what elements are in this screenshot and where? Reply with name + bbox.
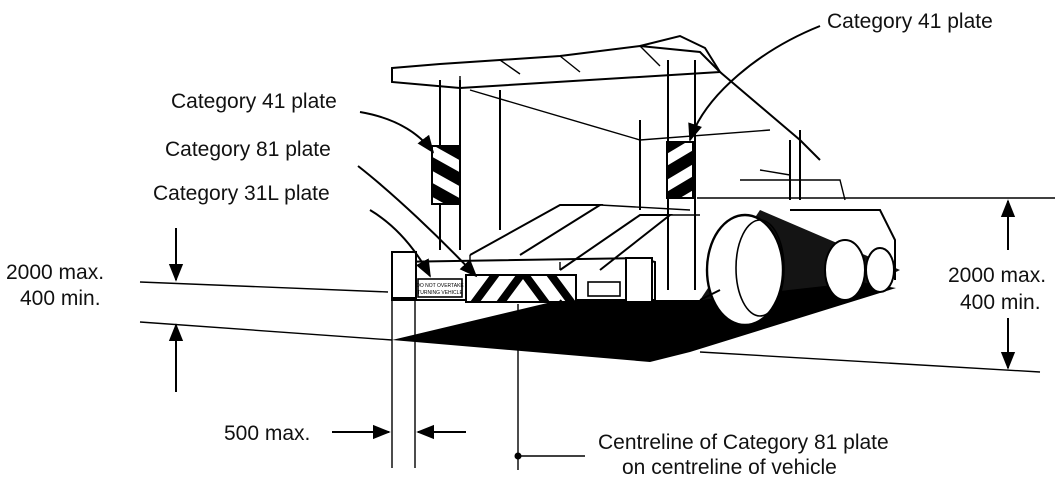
label-width-max: 500 max. [224,422,310,445]
label-left-min: 400 min. [20,287,101,310]
cat81-plate [465,274,577,303]
label-cat41-left: Category 41 plate [171,90,337,113]
label-left-max: 2000 max. [6,261,104,284]
cat31l-plate: DO NOT OVERTAKE TURNING VEHICLE [416,278,464,298]
cat41-right-plate [666,141,694,199]
label-centreline-2: on centreline of vehicle [622,456,837,479]
dimension-lines [139,197,1055,470]
rear-beam [391,251,656,303]
posts [439,60,801,290]
label-centreline-1: Centreline of Category 81 plate [598,431,889,454]
label-cat41-right: Category 41 plate [827,10,993,33]
upper-deck [391,34,821,161]
label-right-max: 2000 max. [948,264,1046,287]
plate-text-line1: DO NOT OVERTAKE [416,283,464,289]
wheels [559,169,896,327]
cat41-left-plate [431,145,461,205]
label-cat31l: Category 31L plate [153,182,330,205]
label-cat81: Category 81 plate [165,138,331,161]
label-right-min: 400 min. [960,291,1041,314]
callout-arrows [357,25,821,278]
plate-text-line2: TURNING VEHICLE [417,290,463,296]
